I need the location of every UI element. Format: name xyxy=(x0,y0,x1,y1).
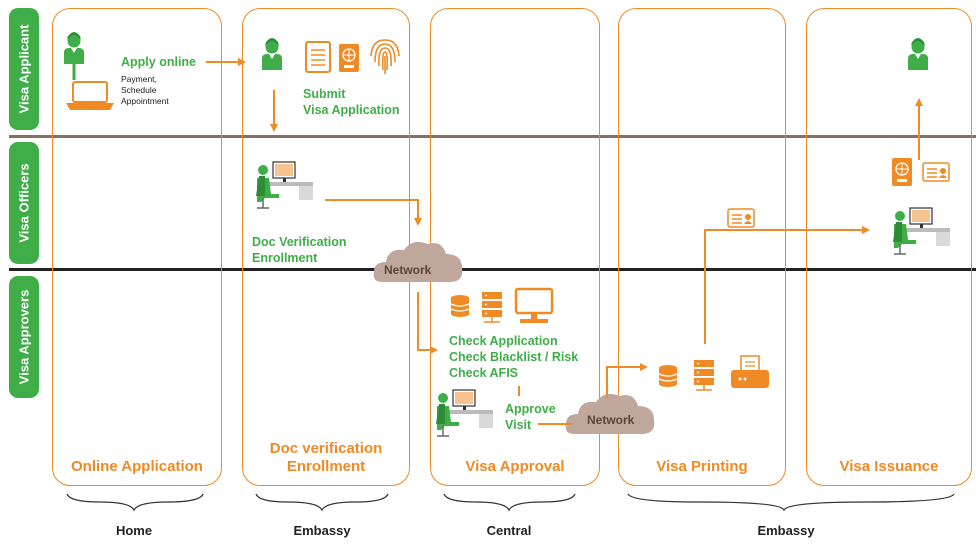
location-central: Central xyxy=(486,523,532,538)
location-home: Home xyxy=(115,523,153,538)
column-title-visa-printing: Visa Printing xyxy=(656,458,748,475)
applicant-person-icon xyxy=(64,32,84,64)
monitor-icon xyxy=(514,287,554,323)
column-visa-issuance: Visa Issuance xyxy=(806,8,972,486)
laptop-icon xyxy=(66,62,114,110)
officer-desk-icon-approval xyxy=(435,389,494,437)
fingerprint-icon xyxy=(370,39,400,74)
lane-label-visa-approvers: Visa Approvers xyxy=(9,276,39,398)
step-schedule: Schedule xyxy=(121,85,157,95)
server-icon-approval xyxy=(481,291,503,323)
lane-label-visa-applicant: Visa Applicant xyxy=(9,8,39,130)
server-icon-printing xyxy=(693,359,715,391)
step-appointment: Appointment xyxy=(121,96,169,106)
printer-icon xyxy=(731,355,769,388)
issuance-person-icon xyxy=(908,38,928,70)
location-embassy-2: Embassy xyxy=(757,523,815,538)
database-icon-approval xyxy=(450,294,470,318)
column-title-visa-approval: Visa Approval xyxy=(465,458,565,475)
column-title-visa-issuance: Visa Issuance xyxy=(839,458,939,475)
network-label-1: Network xyxy=(384,263,432,277)
passport-icon-issuance xyxy=(891,157,913,187)
applicant-person-icon-2 xyxy=(262,38,282,70)
id-card-icon-printing xyxy=(727,208,755,228)
flow-arrows xyxy=(206,58,923,425)
brace-icons xyxy=(66,493,955,512)
column-online-application: Online Application xyxy=(52,8,222,486)
step-apply-online: Apply online xyxy=(121,55,196,69)
network-label-2: Network xyxy=(587,413,635,427)
lane-divider-officers-approvers xyxy=(9,268,976,271)
step-checks: Check Application Check Blacklist / Risk… xyxy=(449,334,579,380)
lane-label-visa-officers: Visa Officers xyxy=(9,142,39,264)
step-payment: Payment, xyxy=(121,74,157,84)
passport-icon xyxy=(338,43,360,73)
document-icon xyxy=(305,41,331,73)
database-icon-printing xyxy=(658,364,678,388)
column-title-online-application: Online Application xyxy=(71,458,203,475)
officer-desk-icon-verification xyxy=(255,161,314,209)
column-visa-printing: Visa Printing xyxy=(618,8,786,486)
location-embassy-1: Embassy xyxy=(293,523,351,538)
id-card-icon-issuance xyxy=(922,162,950,182)
officer-desk-icon-issuance xyxy=(892,207,951,255)
lane-divider-applicant-officers xyxy=(9,135,976,138)
